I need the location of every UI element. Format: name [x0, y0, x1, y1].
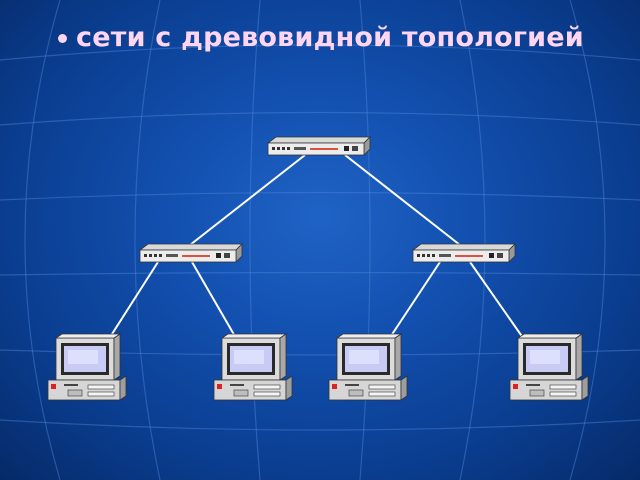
network-links — [104, 154, 529, 346]
link-root-right-hub — [344, 154, 461, 246]
network-hub-icon — [267, 136, 371, 156]
network-hub-icon — [139, 243, 243, 263]
bullet-icon — [58, 34, 67, 43]
link-right-hub-pc4 — [469, 261, 529, 346]
desktop-computer-icon — [328, 333, 408, 401]
slide-title: сети с древовидной топологией — [58, 22, 584, 53]
link-right-hub-pc3 — [384, 261, 441, 346]
desktop-computer-icon — [47, 333, 127, 401]
slide-title-text: сети с древовидной топологией — [76, 22, 584, 53]
link-root-left-hub — [189, 154, 306, 246]
network-hub-icon — [412, 243, 516, 263]
link-left-hub-pc1 — [104, 261, 159, 346]
link-left-hub-pc2 — [191, 261, 241, 346]
desktop-computer-icon — [509, 333, 589, 401]
desktop-computer-icon — [213, 333, 293, 401]
